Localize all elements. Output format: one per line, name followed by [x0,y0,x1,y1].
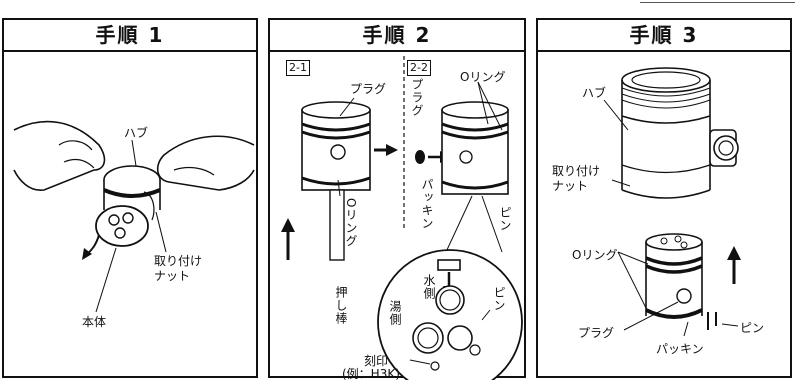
step3-nut-label: 取り付け ナット [552,164,601,193]
top-rule [640,2,795,3]
step2-pin-label: ピン [498,206,512,232]
step2-hot-side-label: 湯側 [388,300,402,326]
step2-plug-label: プラグ [350,82,387,96]
step3-plug-label: プラグ [578,326,615,340]
step3-title: 手順 3 [538,20,790,52]
step2-packing-label: パッキン [420,178,434,230]
step1-body-label: 本体 [82,315,107,329]
step2-2-tag: 2-2 [407,60,431,76]
step2-water-side-label: 水側 [422,274,436,300]
step3-pin-label: ピン [740,321,765,335]
step3-packing-label: パッキン [656,342,704,356]
step2-1-tag: 2-1 [286,60,310,76]
step2-stamp-label: 刻印 [364,354,389,368]
step3-oring-label: Oリング [572,248,618,262]
step1-hub-label: ハブ [124,126,149,140]
step1-nut-label: 取り付け ナット [154,254,203,283]
step2-push-rod-label: 押し棒 [334,286,348,325]
step3-illustration [603,67,741,337]
step2-oring-label: Oリング [460,70,506,84]
step3-hub-label: ハブ [582,86,607,100]
step2-pin2-label: ピン [492,286,506,312]
step1-title: 手順 1 [4,20,256,52]
step1-panel: 手順 1 ハブ 取り付け ナット 本体 [2,18,258,378]
step2-panel: 手順 2 [268,18,526,381]
step3-panel: 手順 3 [536,18,792,378]
step1-illustration [13,120,255,313]
step2-stamp-example: (例：H3K) [342,367,400,381]
step2-title: 手順 2 [270,20,524,52]
step2-oring-vertical-label: Oリング [344,198,358,248]
step2-illustration [281,56,523,380]
step2-plug-vertical-label: プラグ [410,78,424,117]
